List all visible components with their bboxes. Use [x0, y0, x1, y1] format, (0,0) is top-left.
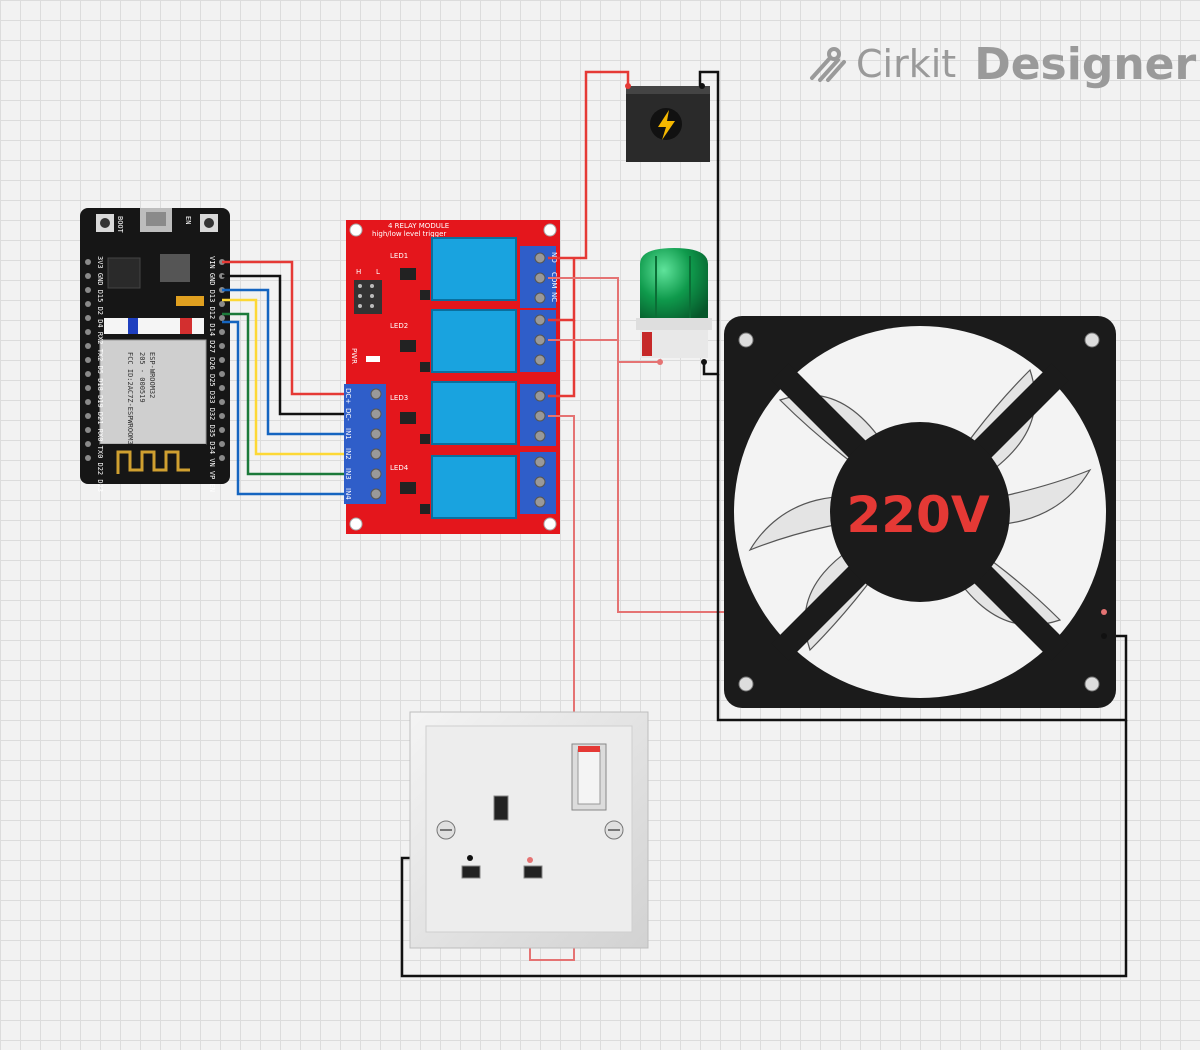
control-wires — [222, 260, 356, 496]
jumper-l-label: L — [376, 268, 380, 276]
wire-relay-bridge-red-2 — [548, 320, 576, 398]
module-line-2: 205 - 000519 — [138, 352, 146, 403]
cirkit-logo-icon — [810, 47, 846, 82]
pin-in4: IN4 — [344, 488, 352, 500]
en-button[interactable] — [200, 214, 218, 232]
wire-vin-red — [222, 260, 356, 396]
relay-block-3 — [431, 381, 517, 445]
module-line-1: ESP-WROOM32 — [148, 352, 156, 398]
pin-dcplus: DC+ — [344, 388, 352, 404]
jumper-header — [354, 280, 382, 314]
lightning-bolt-icon — [658, 110, 675, 140]
module-line-3: FCC ID:2AC7Z-ESPWROOM32 — [126, 352, 134, 449]
wifi-antenna — [100, 444, 206, 480]
brand-word-designer: Designer — [974, 38, 1197, 90]
esp32-left-pin-labels: 3V3 GND D15 D2 D4 RX2 TX2 D5 D18 D19 D21… — [96, 256, 104, 492]
jumper-h-label: H — [356, 268, 361, 276]
led3-label: LED3 — [390, 394, 408, 402]
esp32-right-pin-labels: VIN GND D13 D12 D14 D27 D26 D25 D33 D32 … — [208, 256, 216, 492]
en-label: EN — [184, 216, 192, 224]
four-relay-module[interactable]: 4 RELAY MODULE high/low level trigger H … — [344, 220, 560, 534]
esp32-devkit-board[interactable]: BOOT EN ESP-WROOM32 205 - 000519 FCC ID:… — [80, 208, 230, 492]
pwr-label: PWR — [350, 348, 358, 364]
relay-block-4 — [431, 455, 517, 519]
relay-block-1 — [431, 237, 517, 301]
brand-word-cirkit: Cirkit — [856, 42, 957, 86]
out-nc-label: NC — [550, 292, 558, 302]
esp32-left-header — [85, 259, 91, 461]
wall-socket[interactable] — [409, 711, 649, 949]
led1-label: LED1 — [390, 252, 408, 260]
warning-beacon-light[interactable] — [636, 248, 712, 365]
socket-switch[interactable] — [571, 743, 607, 811]
wire-supply-black — [698, 70, 720, 376]
relay-subtitle: high/low level trigger — [372, 230, 446, 238]
relay-input-terminal[interactable] — [344, 384, 386, 504]
pin-in1: IN1 — [344, 428, 352, 440]
esp32-right-header — [219, 259, 225, 461]
led4-label: LED4 — [390, 464, 409, 472]
out-com-label: COM — [550, 272, 558, 288]
pin-in2: IN2 — [344, 448, 352, 460]
optocouplers — [400, 268, 430, 514]
boot-button[interactable] — [96, 214, 114, 232]
wire-beacon-pink — [548, 277, 660, 363]
pin-in3: IN3 — [344, 468, 352, 480]
relay-title: 4 RELAY MODULE — [388, 222, 449, 230]
relay-output-terminal-4[interactable] — [520, 452, 556, 514]
cooling-fan-220v[interactable]: 220V — [724, 316, 1116, 708]
pin-dcminus: DC- — [344, 408, 352, 421]
led2-label: LED2 — [390, 322, 408, 330]
wire-d12-yellow — [222, 298, 356, 456]
power-supply[interactable] — [625, 83, 710, 162]
wire-d14-green — [222, 312, 356, 476]
cirkit-designer-logo: Cirkit Designer — [808, 34, 1196, 94]
wire-d13-blue — [222, 288, 356, 436]
relay-block-2 — [431, 309, 517, 373]
wire-gnd-black — [222, 274, 356, 416]
wire-d27-blue — [222, 320, 356, 496]
boot-label: BOOT — [116, 216, 124, 234]
fan-voltage-label: 220V — [846, 486, 989, 544]
